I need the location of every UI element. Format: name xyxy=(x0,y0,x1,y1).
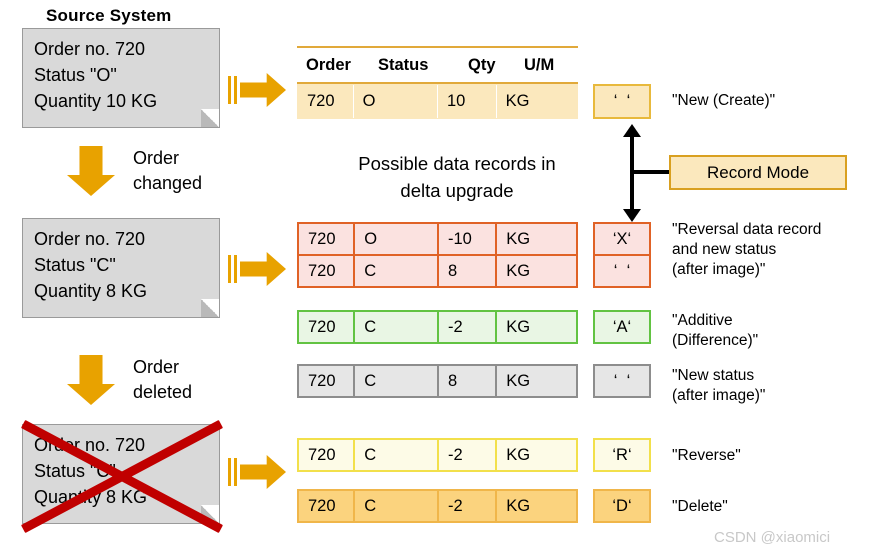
flow-arrow-right-1 xyxy=(228,73,286,107)
transition-deleted-label: Order deleted xyxy=(133,355,192,405)
source-card-changed-line1: Order no. 720 xyxy=(34,229,146,249)
right-arrow-icon xyxy=(240,455,286,489)
source-card-initial-line1: Order no. 720 xyxy=(34,39,146,59)
record-mode-cell: ‘X‘ xyxy=(593,222,651,256)
right-arrow-icon xyxy=(240,73,286,107)
down-arrow-icon-changed xyxy=(67,146,115,196)
cell-qty: 10 xyxy=(437,85,496,118)
transition-deleted-line2: deleted xyxy=(133,382,193,402)
transition-changed-line2: changed xyxy=(133,173,203,193)
source-card-changed-line3: Quantity 8 KG xyxy=(34,281,148,301)
cell-status: O xyxy=(352,85,437,118)
table-header-status: Status xyxy=(378,56,429,74)
record-mode-arrow-down-icon xyxy=(623,209,641,222)
source-card-changed-line2: Status "C" xyxy=(34,255,116,275)
source-card-initial-line2: Status "O" xyxy=(34,65,117,85)
row-description: "Reverse" xyxy=(672,447,741,464)
page-fold-corner-icon xyxy=(201,109,219,127)
right-arrow-icon xyxy=(240,252,286,286)
cell-order: 720 xyxy=(308,445,336,464)
table-row: 720 O 10 KG xyxy=(297,84,578,119)
center-caption-line2: delta upgrade xyxy=(400,180,514,201)
arrow-tail-line-a xyxy=(228,458,231,486)
cell-status: C xyxy=(353,366,437,396)
cell-status: C xyxy=(353,312,437,342)
table-rule-under-header xyxy=(297,82,578,84)
center-caption: Possible data records in delta upgrade xyxy=(297,150,617,204)
cell-order: 720 xyxy=(308,261,336,280)
cell-order: 720 xyxy=(307,92,335,110)
cell-qty: -10 xyxy=(437,224,495,254)
cell-um: KG xyxy=(495,366,576,396)
record-mode-callout: Record Mode xyxy=(669,155,847,190)
row-description: "Reversal data record and new status (af… xyxy=(672,221,822,278)
arrow-tail-line-b xyxy=(234,458,237,486)
down-arrow-icon-deleted xyxy=(67,355,115,405)
transition-changed-label: Order changed xyxy=(133,146,202,196)
record-mode-cell: ‘ ‘ xyxy=(593,364,651,398)
record-mode-cell: ‘A‘ xyxy=(593,310,651,344)
cell-um: KG xyxy=(495,224,576,254)
cell-qty: -2 xyxy=(437,440,495,470)
cell-order: 720 xyxy=(308,371,336,390)
record-mode-cell: ‘ ‘ xyxy=(593,84,651,119)
cell-qty: -2 xyxy=(437,312,495,342)
transition-deleted-line1: Order xyxy=(133,357,180,377)
row-description: "New (Create)" xyxy=(672,92,776,109)
table-row: 720 O -10 KG xyxy=(297,222,578,256)
arrow-tail-line-a xyxy=(228,255,231,283)
table-row: 720 C 8 KG xyxy=(297,364,578,398)
cell-order: 720 xyxy=(308,496,336,515)
cell-um: KG xyxy=(495,312,576,342)
table-rule-top xyxy=(297,46,578,48)
table-header-um: U/M xyxy=(524,56,555,74)
table-header-qty: Qty xyxy=(468,56,496,74)
table-row: 720 C 8 KG xyxy=(297,254,578,288)
record-mode-cell: ‘D‘ xyxy=(593,489,651,523)
cell-qty: 8 xyxy=(437,366,495,396)
arrow-tail-line-a xyxy=(228,76,231,104)
flow-arrow-right-2 xyxy=(228,252,286,286)
cell-um: KG xyxy=(495,256,576,286)
record-mode-cell: ‘ ‘ xyxy=(593,254,651,288)
row-description: "New status (after image)" xyxy=(672,367,766,404)
cell-order: 720 xyxy=(308,229,336,248)
arrow-tail-line-b xyxy=(234,255,237,283)
deletion-cross-icon xyxy=(20,419,224,534)
cell-um: KG xyxy=(495,491,576,521)
flow-arrow-right-3 xyxy=(228,455,286,489)
cell-qty: 8 xyxy=(437,256,495,286)
arrow-tail-line-b xyxy=(234,76,237,104)
record-mode-connector-vertical xyxy=(630,134,634,214)
cell-status: C xyxy=(353,256,437,286)
cell-order: 720 xyxy=(308,317,336,336)
record-mode-arrow-up-icon xyxy=(623,124,641,137)
record-mode-connector-horizontal xyxy=(634,170,670,174)
center-caption-line1: Possible data records in xyxy=(358,153,556,174)
cell-um: KG xyxy=(495,440,576,470)
watermark: CSDN @xiaomici xyxy=(714,529,831,546)
transition-changed-line1: Order xyxy=(133,148,180,168)
cell-um: KG xyxy=(495,85,577,118)
cell-qty: -2 xyxy=(437,491,495,521)
table-row: 720 C -2 KG xyxy=(297,438,578,472)
table-header-order: Order xyxy=(306,56,351,74)
table-row: 720 C -2 KG xyxy=(297,310,578,344)
table-row: 720 C -2 KG xyxy=(297,489,578,523)
cell-status: C xyxy=(353,440,437,470)
source-system-title: Source System xyxy=(46,6,172,25)
record-mode-cell: ‘R‘ xyxy=(593,438,651,472)
cell-status: O xyxy=(353,224,437,254)
page-fold-corner-icon xyxy=(201,299,219,317)
row-description: "Additive (Difference)" xyxy=(672,312,759,349)
source-card-initial-line3: Quantity 10 KG xyxy=(34,91,158,111)
cell-status: C xyxy=(353,491,437,521)
row-description: "Delete" xyxy=(672,498,728,515)
